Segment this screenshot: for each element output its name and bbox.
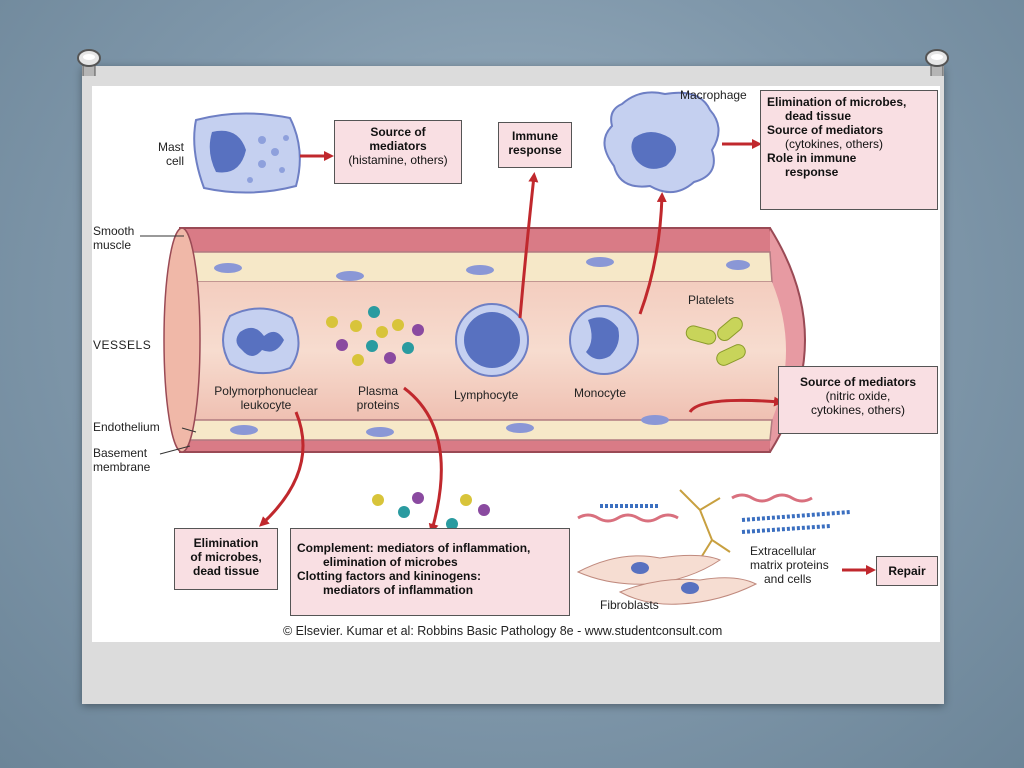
vessels-label: VESSELS bbox=[93, 338, 152, 352]
fibroblast-cells bbox=[576, 554, 758, 605]
repair-box: Repair bbox=[876, 556, 938, 586]
monocyte-cell bbox=[569, 305, 639, 375]
platelets bbox=[685, 317, 746, 366]
pmn-elimination-box: Elimination of microbes, dead tissue bbox=[174, 528, 278, 590]
platelets-label: Platelets bbox=[688, 293, 735, 307]
extracellular-matrix bbox=[577, 489, 851, 557]
pushpin-left-icon bbox=[77, 49, 101, 76]
plasma-protein-dots bbox=[326, 306, 490, 530]
complement-box: Complement: mediators of inflammation, e… bbox=[290, 528, 570, 616]
pushpin-right-icon bbox=[925, 49, 949, 76]
monocyte-label: Monocyte bbox=[574, 386, 627, 400]
macrophage-roles-box: Elimination of microbes, dead tissue Sou… bbox=[760, 90, 938, 210]
lymphocyte-label: Lymphocyte bbox=[454, 388, 519, 402]
endothelium-label: Endothelium bbox=[93, 420, 160, 434]
leader-lines bbox=[140, 235, 197, 455]
lymphocyte-cell bbox=[455, 303, 529, 377]
endothelium-mediators-box: Source of mediators (nitric oxide, cytok… bbox=[778, 366, 938, 434]
arrow-pmn-to-elimination bbox=[259, 411, 305, 527]
arrow-monocyte-to-macrophage bbox=[638, 192, 667, 315]
fibroblasts-label: Fibroblasts bbox=[600, 598, 659, 612]
macrophage-cell bbox=[603, 91, 720, 193]
copyright-caption: © Elsevier. Kumar et al: Robbins Basic P… bbox=[283, 624, 723, 638]
arrow-proteins-to-complement bbox=[403, 386, 443, 534]
pmn-leukocyte-cell bbox=[222, 307, 300, 375]
mast-cell bbox=[193, 112, 301, 194]
arrows bbox=[259, 139, 876, 575]
mast-mediators-box: Source of mediators (histamine, others) bbox=[334, 120, 462, 184]
macrophage-label: Macrophage bbox=[680, 88, 747, 102]
arrow-lymphocyte-to-immune bbox=[518, 172, 539, 319]
arrow-endothelium-to-mediators bbox=[688, 396, 784, 413]
